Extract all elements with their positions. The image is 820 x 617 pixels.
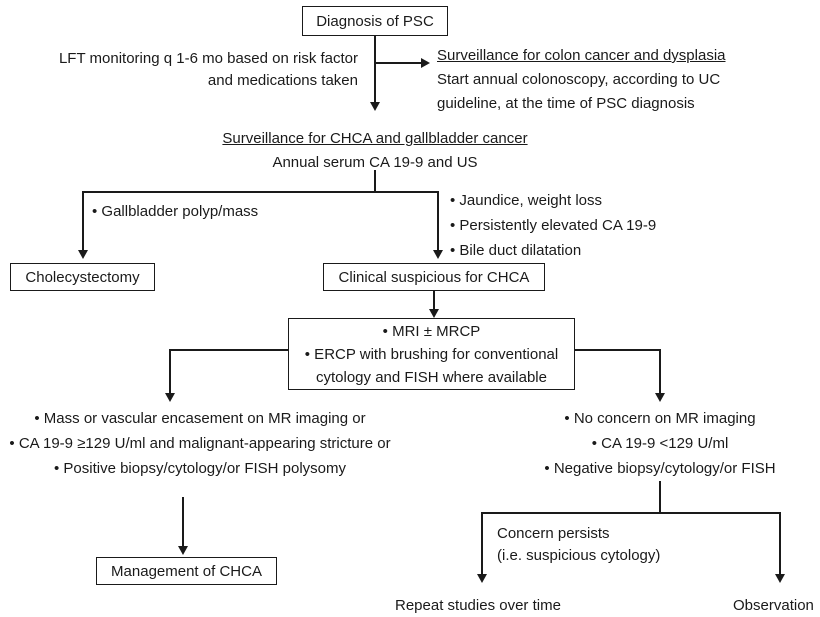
positive-bullet-1: • Mass or vascular encasement on MR imag… [34,410,366,427]
clinical-suspicion-box: Clinical suspicious for CHCA [323,263,545,291]
colon-surveillance-note: Surveillance for colon cancer and dyspla… [437,44,807,116]
workup-line1: • MRI ± MRCP [382,322,481,340]
concern-persists-note: Concern persists (i.e. suspicious cytolo… [497,523,660,567]
workup-box-text: • MRI ± MRCP • ERCP with brushing for co… [305,320,558,389]
concern-line2: (i.e. suspicious cytology) [497,547,661,564]
positive-bullet-3: • Positive biopsy/cytology/or FISH polys… [53,460,347,477]
diagnosis-psc-label: Diagnosis of PSC [316,12,434,30]
lft-note-line1: LFT monitoring q 1-6 mo based on risk fa… [58,50,358,67]
management-chca-label: Management of CHCA [111,562,262,580]
arrowhead-down-icon [429,309,439,318]
lft-note-line2: and medications taken [207,72,358,89]
workup-line3: cytology and FISH where available [316,368,547,386]
cholecystectomy-box: Cholecystectomy [10,263,155,291]
connector-diagnosis-down [374,36,376,103]
connector-workup-left-down [169,349,171,394]
colon-surveillance-line2: guideline, at the time of PSC diagnosis [437,95,695,112]
connector-observation-down [779,512,781,575]
lft-monitoring-note: LFT monitoring q 1-6 mo based on risk fa… [55,48,358,92]
connector-repeat-down [481,512,483,575]
connector-workup-right-horizontal [575,349,661,351]
arrowhead-down-icon [775,574,785,583]
outcome-observation-label: Observation [733,597,814,614]
negative-findings-bullets: • No concern on MR imaging • CA 19-9 <12… [490,406,820,481]
arrowhead-down-icon [370,102,380,111]
suspicion-bullet-3: • Bile duct dilatation [450,242,582,259]
suspicion-bullets: • Jaundice, weight loss • Persistently e… [450,188,656,263]
connector-negative-down [659,481,661,514]
connector-branch-horizontal [82,191,439,193]
connector-clinical-down [433,291,435,310]
positive-findings-bullets: • Mass or vascular encasement on MR imag… [0,406,400,481]
arrowhead-down-icon [78,250,88,259]
negative-bullet-2: • CA 19-9 <129 U/ml [591,435,729,452]
connector-right-branch-down [437,191,439,251]
management-chca-box: Management of CHCA [96,557,277,585]
cholecystectomy-label: Cholecystectomy [25,268,140,286]
clinical-suspicion-label: Clinical suspicious for CHCA [338,268,530,286]
negative-bullet-1: • No concern on MR imaging [564,410,756,427]
negative-bullet-3: • Negative biopsy/cytology/or FISH [544,460,776,477]
diagnosis-psc-box: Diagnosis of PSC [302,6,448,36]
chca-surveillance-line1: Annual serum CA 19-9 and US [272,154,478,171]
workup-box: • MRI ± MRCP • ERCP with brushing for co… [288,318,575,390]
arrowhead-down-icon [433,250,443,259]
positive-bullet-2: • CA 19-9 ≥129 U/ml and malignant-appear… [9,435,391,452]
connector-chca-stub [374,170,376,193]
connector-workup-left-horizontal [169,349,288,351]
connector-colon-right [375,62,421,64]
suspicion-bullet-2: • Persistently elevated CA 19-9 [450,217,657,234]
chca-surveillance-heading: Surveillance for CHCA and gallbladder ca… [222,130,528,147]
gallbladder-bullet: • Gallbladder polyp/mass [92,203,259,220]
connector-split-horizontal [481,512,781,514]
chca-surveillance-note: Surveillance for CHCA and gallbladder ca… [150,127,600,175]
colon-surveillance-line1: Start annual colonoscopy, according to U… [437,71,721,88]
arrowhead-right-icon [421,58,430,68]
arrowhead-down-icon [477,574,487,583]
colon-surveillance-heading: Surveillance for colon cancer and dyspla… [437,47,726,64]
suspicion-bullet-1: • Jaundice, weight loss [450,192,602,209]
outcome-repeat-label: Repeat studies over time [395,597,561,614]
arrowhead-down-icon [655,393,665,402]
concern-line1: Concern persists [497,525,610,542]
arrowhead-down-icon [178,546,188,555]
workup-line2: • ERCP with brushing for conventional [304,345,559,363]
connector-workup-right-down [659,349,661,394]
connector-left-branch-down [82,191,84,251]
arrowhead-down-icon [165,393,175,402]
connector-management-down [182,497,184,547]
